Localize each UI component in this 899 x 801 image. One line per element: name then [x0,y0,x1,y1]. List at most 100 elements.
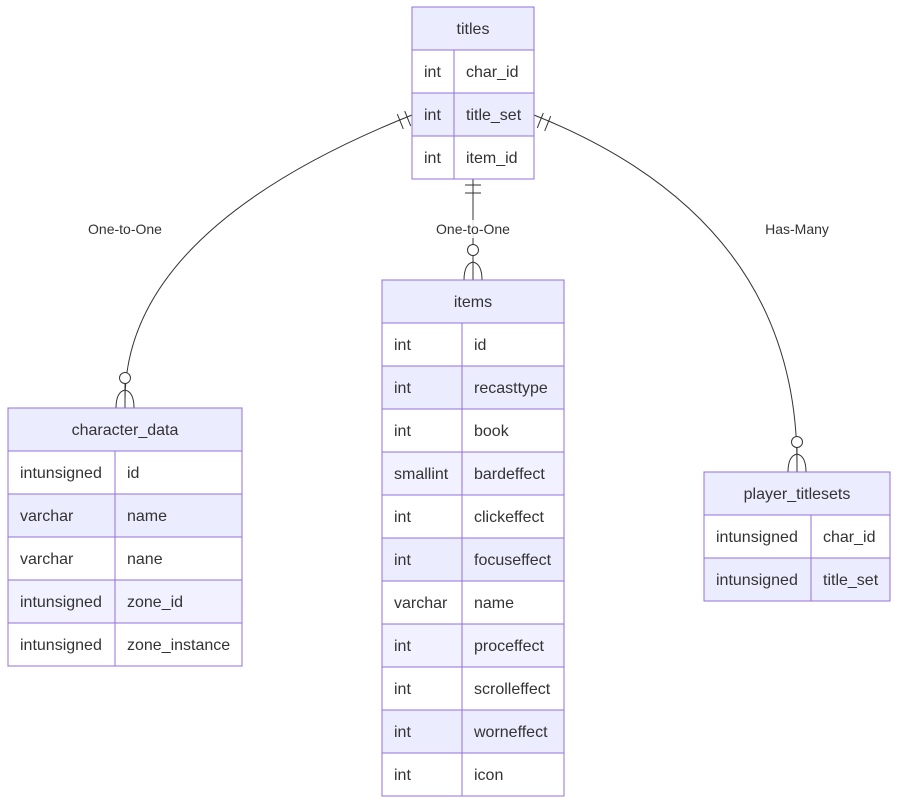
exactly-one-marker [465,184,481,194]
relationship-titles-player-titlesets [533,112,807,473]
entity-border [7,407,243,667]
attribute-type: intunsigned [20,465,102,482]
attribute-type-cell [381,494,463,539]
attribute-name: id [474,337,486,354]
attribute-name-cell [114,579,243,624]
attribute-name-cell [453,92,535,137]
entity-name: character_data [72,422,179,439]
zero-or-more-marker [787,436,807,473]
attribute-name: title_set [823,572,879,589]
attribute-name-cell [810,557,891,602]
attribute-type-cell [381,365,463,410]
attribute-row: intunsigned zone_instance [7,622,243,667]
attribute-name: zone_id [127,594,183,611]
relationship-titles-character-data [115,110,413,409]
attribute-type-cell [411,92,455,137]
attribute-name: item_id [466,150,518,167]
attribute-name-cell [114,493,243,538]
attribute-type-cell [381,709,463,754]
attribute-name: recasttype [474,380,548,397]
attribute-name: proceffect [474,638,545,655]
attribute-name-cell [461,494,565,539]
attribute-type-cell [7,579,116,624]
entity-border [703,471,891,602]
attribute-type: int [394,337,411,354]
attribute-type: intunsigned [716,572,798,589]
attribute-row: intunsigned zone_id [7,579,243,624]
attribute-name-cell [810,514,891,559]
attribute-row: int focuseffect [381,537,565,582]
attribute-row: int clickeffect [381,494,565,539]
attribute-name-cell [114,622,243,667]
attribute-type-cell [7,450,116,495]
entity-header [7,407,243,452]
attribute-type: int [394,638,411,655]
attribute-name-cell [461,580,565,625]
entity-border [381,279,565,797]
attribute-type-cell [381,752,463,797]
attribute-name-cell [461,451,565,496]
attribute-type: int [424,150,441,167]
entity-name: titles [457,21,490,38]
attribute-name: book [474,423,510,440]
attribute-type-cell [381,322,463,367]
attribute-type: varchar [20,508,74,525]
attribute-type-cell [7,622,116,667]
attribute-name-cell [461,709,565,754]
attribute-name-cell [114,450,243,495]
attribute-type-cell [703,514,812,559]
attribute-row: int icon [381,752,565,797]
attribute-name-cell [114,536,243,581]
relationship-label-text: One-to-One [88,221,162,237]
attribute-type: intunsigned [20,637,102,654]
relationship-titles-items [463,179,483,281]
attribute-name: zone_instance [127,637,230,654]
attribute-type: int [394,552,411,569]
attribute-type: varchar [20,551,74,568]
attribute-type: intunsigned [716,529,798,546]
attribute-row: int id [381,322,565,367]
relationship-label-text: Has-Many [765,221,829,237]
attribute-type: int [424,107,441,124]
entity-name: player_titlesets [744,486,851,503]
exactly-one-marker [536,112,552,132]
attribute-name: icon [474,767,503,784]
attribute-type: intunsigned [20,594,102,611]
attribute-type: int [394,509,411,526]
attribute-name: name [474,595,514,612]
attribute-name: id [127,465,139,482]
attribute-name: char_id [823,529,875,546]
attribute-type-cell [381,623,463,668]
attribute-name: clickeffect [474,509,545,526]
attribute-row: intunsigned id [7,450,243,495]
attribute-name: focuseffect [474,552,552,569]
attribute-name: bardeffect [474,466,545,483]
attribute-name-cell [461,623,565,668]
attribute-type: int [394,767,411,784]
relationship-line [124,114,413,401]
entity-header [703,471,891,516]
exactly-one-marker [396,110,412,130]
attribute-name: scrolleffect [474,681,551,698]
attribute-type: int [394,423,411,440]
attribute-type: int [424,64,441,81]
attribute-name-cell [461,752,565,797]
entity-name: items [454,294,492,311]
attribute-name: worneffect [473,724,548,741]
attribute-name-cell [461,322,565,367]
zero-or-more-marker [115,372,135,409]
